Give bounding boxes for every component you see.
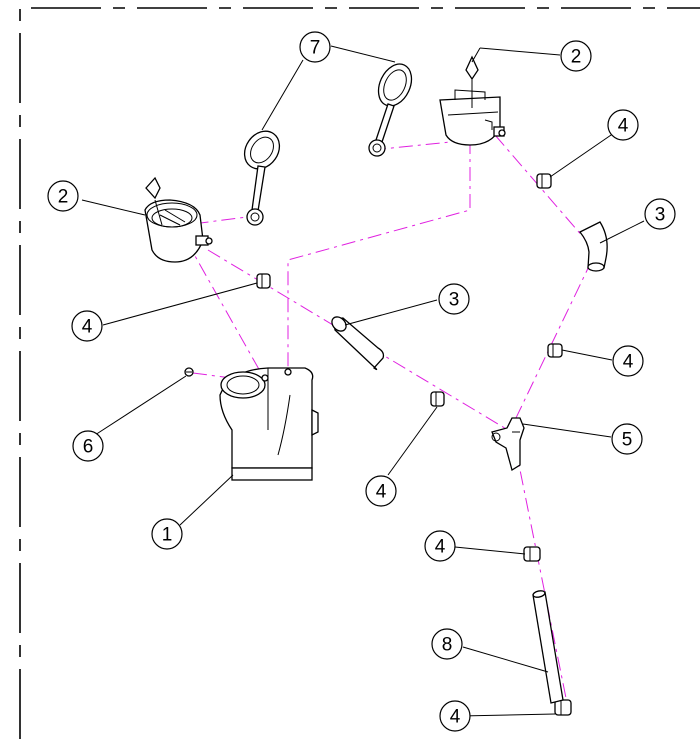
part-6-screw	[184, 367, 194, 377]
balloon-4-right-top: 4	[607, 109, 639, 141]
part-7-tether-right	[368, 63, 413, 157]
balloon-1-label: 1	[162, 525, 173, 546]
balloon-2-right-label: 2	[571, 47, 582, 68]
balloon-2-left: 2	[47, 180, 79, 212]
balloon-4-center-label: 4	[376, 482, 387, 503]
balloon-4-lower: 4	[424, 530, 456, 562]
part-3-hose-elbow	[578, 221, 608, 272]
balloon-7: 7	[299, 31, 331, 63]
part-8-tube	[532, 590, 564, 704]
part-2-cap-left	[144, 176, 213, 263]
balloon-4-left-label: 4	[82, 317, 93, 338]
leader-lines	[81, 45, 645, 717]
balloon-6: 6	[72, 430, 104, 462]
drawing-frame	[19, 7, 700, 739]
part-1-body	[219, 367, 319, 481]
balloon-3-middle: 3	[438, 283, 470, 315]
balloon-2-right: 2	[560, 40, 592, 72]
part-4-clamp-4	[430, 391, 445, 407]
balloon-8: 8	[431, 628, 463, 660]
part-4-clamp-1	[256, 273, 271, 289]
balloon-4-center: 4	[365, 475, 397, 507]
balloon-8-label: 8	[442, 635, 453, 656]
balloon-4-left: 4	[71, 310, 103, 342]
balloon-4-bottom: 4	[439, 700, 471, 732]
balloon-4-right-top-label: 4	[618, 116, 629, 137]
balloon-3-upper-label: 3	[655, 205, 666, 226]
balloon-6-label: 6	[83, 437, 94, 458]
part-4-clamp-3	[547, 343, 563, 358]
balloon-3-upper: 3	[644, 198, 676, 230]
balloon-4-right-middle: 4	[612, 345, 644, 377]
balloon-5-label: 5	[622, 430, 633, 451]
part-4-clamp-2	[536, 173, 552, 189]
balloon-4-right-middle-label: 4	[623, 352, 634, 373]
balloon-3-middle-label: 3	[449, 290, 460, 311]
part-7-tether-left	[243, 130, 281, 226]
part-4-clamp-5	[523, 546, 541, 562]
part-4-clamp-6	[554, 699, 572, 716]
balloon-4-bottom-label: 4	[450, 707, 461, 728]
balloon-2-left-label: 2	[58, 187, 69, 208]
part-3-hose-straight	[331, 316, 385, 371]
part-2-cap-right	[439, 55, 506, 146]
balloon-1: 1	[151, 518, 183, 550]
balloon-4-lower-label: 4	[435, 537, 446, 558]
balloon-7-label: 7	[310, 38, 321, 59]
part-5-y-connector	[491, 417, 525, 472]
balloon-5: 5	[611, 423, 643, 455]
